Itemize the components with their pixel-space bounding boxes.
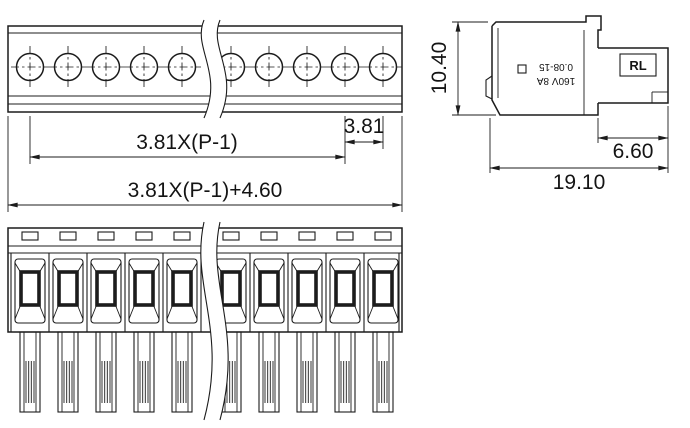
terminal-screw [86, 45, 126, 89]
pole-socket [51, 257, 85, 325]
terminal-screw [287, 45, 327, 89]
front-view [7, 19, 403, 119]
terminal-screw [124, 45, 164, 89]
pole-socket [366, 257, 400, 325]
marking-wire-range: 0.08-15 [539, 61, 573, 72]
wire-pin [57, 331, 79, 413]
latch [374, 231, 392, 241]
dim-total-depth: 19.10 [489, 118, 669, 194]
terminal-screw [363, 45, 403, 89]
pole-socket [127, 257, 161, 325]
dim-total-depth-label: 19.10 [553, 171, 606, 194]
latch [173, 231, 191, 241]
pole-socket [165, 257, 199, 325]
latch [59, 231, 77, 241]
dim-pitch-span-label: 3.81X(P-1) [136, 131, 238, 154]
side-latch [485, 75, 493, 100]
dim-plug-depth-label: 6.60 [613, 140, 654, 163]
pole-socket [89, 257, 123, 325]
dim-height-label: 10.40 [428, 42, 451, 95]
dim-plug-depth: 6.60 [597, 106, 669, 173]
wire-pin [171, 331, 193, 413]
wire-pin [296, 331, 318, 413]
terminal-screw [249, 45, 289, 89]
latch [298, 231, 316, 241]
side-dimensions: 10.40 6.60 19.10 [428, 21, 669, 194]
dim-total-width: 3.81X(P-1)+4.60 [7, 179, 403, 208]
latch [260, 231, 278, 241]
latch [336, 231, 354, 241]
latch [135, 231, 153, 241]
pole-socket [13, 257, 47, 325]
dim-total-width-label: 3.81X(P-1)+4.60 [128, 179, 283, 202]
pole-socket [290, 257, 324, 325]
terminal-screw [48, 45, 88, 89]
series-label: RL [629, 58, 646, 73]
certification-square-icon [517, 64, 527, 74]
terminal-screw [162, 45, 202, 89]
front-dimensions: 3.81X(P-1) 3.81 3.81X(P-1)+4.60 [7, 115, 403, 212]
dim-pitch-label: 3.81 [344, 115, 385, 138]
marking-rating: 160V 8A [536, 75, 575, 86]
dim-pitch: 3.81 [344, 115, 385, 145]
terminal-screw [325, 45, 365, 89]
latch [21, 231, 39, 241]
pole-socket [328, 257, 362, 325]
break-line-bottom [200, 221, 229, 421]
product-markings: 160V 8A 0.08-15 [517, 61, 575, 86]
wire-pin [133, 331, 155, 413]
latch [222, 231, 240, 241]
dim-pitch-span: 3.81X(P-1) [29, 131, 346, 160]
side-view: RL 160V 8A 0.08-15 [485, 15, 669, 116]
wire-pin [95, 331, 117, 413]
bottom-view [7, 221, 403, 421]
wire-pin [258, 331, 280, 413]
terminal-screw [10, 45, 50, 89]
wire-pin [334, 331, 356, 413]
wire-pin [372, 331, 394, 413]
pole-socket [252, 257, 286, 325]
wire-pin [19, 331, 41, 413]
dim-height: 10.40 [428, 21, 496, 116]
latch [97, 231, 115, 241]
plug-section: RL [598, 47, 669, 104]
break-line-front [200, 19, 228, 119]
series-label-box [619, 53, 657, 77]
